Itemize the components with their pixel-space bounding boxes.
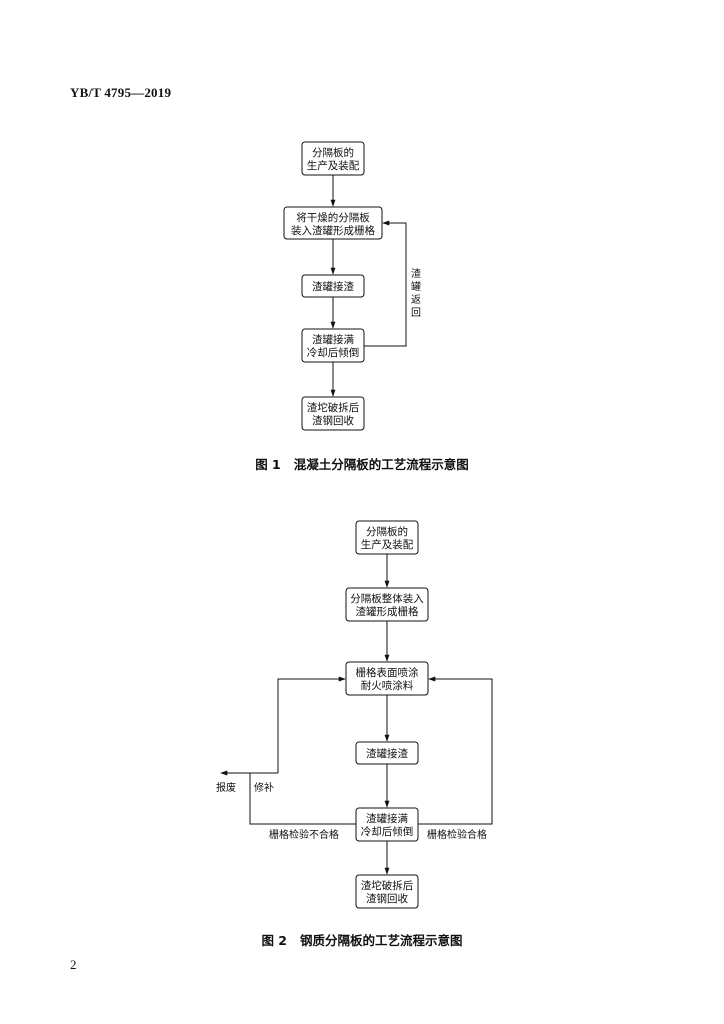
fig1-node-production: 分隔板的 生产及装配 (301, 141, 365, 176)
fig1-node-cool-line2: 冷却后倾倒 (307, 346, 360, 359)
fig1-node-cool: 渣罐接满 冷却后倾倒 (301, 328, 365, 363)
fig2-caption: 图 2 钢质分隔板的工艺流程示意图 (261, 933, 462, 948)
fig1-node-recover-line1: 渣坨破拆后 (307, 401, 360, 414)
fig2-node-install-line1: 分隔板整体装入 (350, 592, 424, 605)
fig1-node-production-line1: 分隔板的 (312, 146, 354, 159)
fig2-node-spray-line2: 耐火喷涂料 (361, 679, 414, 692)
fig1-loop-char-4: 回 (411, 307, 421, 319)
fig1-caption: 图 1 混凝土分隔板的工艺流程示意图 (255, 457, 469, 472)
fig1-node-production-line2: 生产及装配 (307, 159, 360, 172)
fig2-label-repair: 修补 (254, 781, 274, 794)
fig1-node-receive-line1: 渣罐接渣 (312, 280, 354, 293)
fig2-node-recover-line1: 渣坨破拆后 (361, 879, 414, 892)
fig1-loop-char-2: 罐 (411, 280, 421, 293)
fig2-label-fail: 栅格检验不合格 (269, 828, 339, 841)
fig2-node-production-line1: 分隔板的 (366, 525, 408, 538)
figure-2: 分隔板的 生产及装配 分隔板整体装入 渣罐形成栅格 栅格表面喷涂 耐火喷涂料 渣… (216, 520, 493, 948)
figure-1: 分隔板的 生产及装配 将干燥的分隔板 装入渣罐形成栅格 渣罐接渣 渣罐接满 冷却… (255, 141, 469, 472)
fig2-node-install-line2: 渣罐形成栅格 (356, 605, 419, 618)
fig2-node-recover: 渣坨破拆后 渣钢回收 (355, 874, 419, 909)
fig1-loop-char-3: 返 (411, 294, 421, 306)
fig1-loop-label: 渣 罐 返 回 (411, 267, 421, 319)
fig1-node-install: 将干燥的分隔板 装入渣罐形成栅格 (283, 206, 383, 240)
fig1-loop-char-1: 渣 (411, 267, 421, 280)
fig1-node-recover: 渣坨破拆后 渣钢回收 (301, 396, 365, 431)
fig1-node-install-line2: 装入渣罐形成栅格 (291, 224, 375, 237)
fig2-repair-loop (277, 676, 346, 773)
fig2-node-cool-line1: 渣罐接满 (366, 812, 408, 825)
fig2-node-install: 分隔板整体装入 渣罐形成栅格 (345, 587, 429, 622)
fig1-node-recover-line2: 渣钢回收 (312, 414, 354, 427)
fig2-node-recover-line2: 渣钢回收 (366, 892, 408, 905)
fig1-node-cool-line1: 渣罐接满 (312, 333, 354, 346)
fig2-fail-branch-line (249, 773, 356, 825)
fig2-node-production-line2: 生产及装配 (361, 538, 414, 551)
fig1-node-install-line1: 将干燥的分隔板 (296, 211, 370, 224)
fig2-node-cool-line2: 冷却后倾倒 (361, 825, 414, 838)
fig2-node-receive: 渣罐接渣 (355, 741, 419, 765)
fig2-node-receive-line1: 渣罐接渣 (366, 747, 408, 760)
standard-code: YB/T 4795—2019 (70, 85, 172, 100)
fig2-node-spray-line1: 栅格表面喷涂 (356, 666, 419, 679)
fig1-return-loop (364, 220, 407, 347)
fig2-node-spray: 栅格表面喷涂 耐火喷涂料 (345, 661, 429, 696)
page-number: 2 (70, 957, 77, 972)
fig2-pass-loop (418, 676, 493, 825)
fig2-label-scrap: 报废 (216, 781, 236, 794)
fig1-node-receive: 渣罐接渣 (301, 274, 365, 298)
fig2-node-cool: 渣罐接满 冷却后倾倒 (355, 807, 419, 842)
fig2-label-pass: 栅格检验合格 (427, 828, 487, 841)
fig2-node-production: 分隔板的 生产及装配 (355, 520, 419, 555)
